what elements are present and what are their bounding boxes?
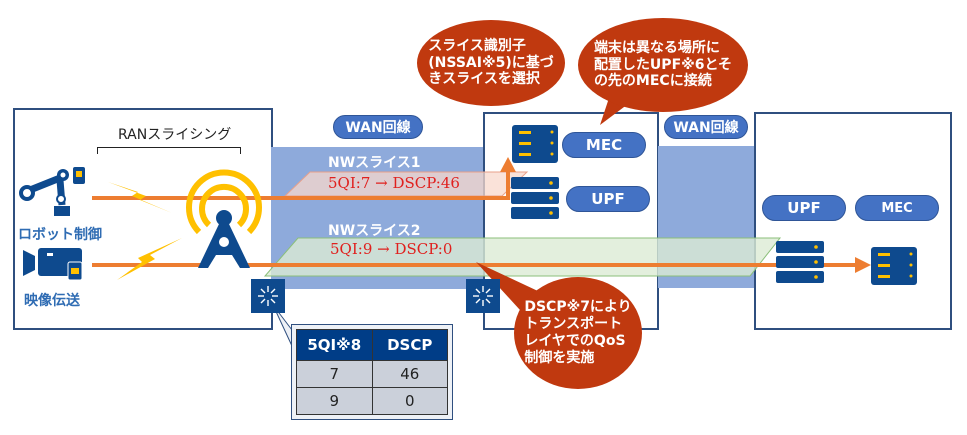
ran-slicing-label: RANスライシング <box>118 127 232 143</box>
mec-pill-middle: MEC <box>562 132 646 158</box>
upf-server-icon-middle <box>511 177 559 219</box>
header-dscp: DSCP <box>371 329 448 361</box>
device-label-video: 映像伝送 <box>24 293 80 309</box>
upf-pill-middle: UPF <box>566 186 650 212</box>
callout-upf: 端末は異なる場所に 配置したUPF※6とそ の先のMECに接続 <box>578 18 748 112</box>
callout-nssai-line-2: (NSSAI※5)に基づ <box>428 54 554 71</box>
header-5qi: 5QI※8 <box>296 329 373 361</box>
table-row: 9 0 <box>296 387 448 415</box>
wan-pill-1: WAN回線 <box>333 115 423 139</box>
callout-nssai: スライス識別子 (NSSAI※5)に基づ きスライスを選択 <box>417 20 565 106</box>
upf-server-icon-right <box>776 241 824 283</box>
mec-server-icon-middle <box>512 125 558 163</box>
ran-bracket <box>97 147 241 154</box>
slice-1-name: NWスライス1 <box>328 155 421 171</box>
wan-pill-2: WAN回線 <box>664 115 748 139</box>
slice-2-mapping: 5QI:9 → DSCP:0 <box>330 240 453 258</box>
right-site <box>754 112 952 330</box>
slice-2-name: NWスライス2 <box>328 223 421 239</box>
callout-dscp-line-3: レイヤでのQoS <box>524 333 626 349</box>
callout-dscp-line-2: トランスポート <box>524 316 623 333</box>
cell-dscp: 0 <box>371 387 448 415</box>
qos-table-header: 5QI※8 DSCP <box>296 329 448 361</box>
device-label-robot: ロボット制御 <box>18 227 102 243</box>
callout-nssai-line-1: スライス識別子 <box>428 37 526 54</box>
router-icon-left <box>251 279 285 313</box>
slice-1-mapping: 5QI:7 → DSCP:46 <box>328 174 460 192</box>
table-row: 7 46 <box>296 360 448 388</box>
cell-dscp: 46 <box>371 360 448 388</box>
video-camera-icon <box>23 248 83 281</box>
upf-pill-right: UPF <box>762 195 846 221</box>
qos-table: 5QI※8 DSCP 7 46 9 0 <box>296 329 448 415</box>
callout-dscp-line-1: DSCP※7により <box>524 299 632 316</box>
callout-upf-line-2: 配置したUPF※6とそ <box>593 56 733 73</box>
callout-nssai-line-3: きスライスを選択 <box>428 71 540 88</box>
flow-arrow-video <box>855 257 871 273</box>
lightning-icon-1 <box>108 182 172 213</box>
callout-upf-line-3: の先のMECに接続 <box>593 73 712 90</box>
callout-dscp-line-4: 制御を実施 <box>524 349 595 366</box>
mec-server-icon-right <box>871 247 917 285</box>
qos-table-panel: 5QI※8 DSCP 7 46 9 0 <box>291 324 453 420</box>
antenna-tower-icon <box>186 169 262 268</box>
flow-arrow-robot <box>500 157 516 172</box>
callout-upf-line-1: 端末は異なる場所に <box>593 39 720 56</box>
mec-pill-right: MEC <box>855 195 939 221</box>
callout-dscp: DSCP※7により トランスポート レイヤでのQoS 制御を実施 <box>514 277 642 389</box>
router-icon-right <box>466 279 500 313</box>
cell-5qi: 7 <box>296 360 373 388</box>
robot-arm-icon <box>19 167 85 216</box>
flow-line-robot <box>92 170 510 200</box>
lightning-icon-2 <box>117 238 182 280</box>
cell-5qi: 9 <box>296 387 373 415</box>
callout-tail-dscp <box>476 262 540 310</box>
